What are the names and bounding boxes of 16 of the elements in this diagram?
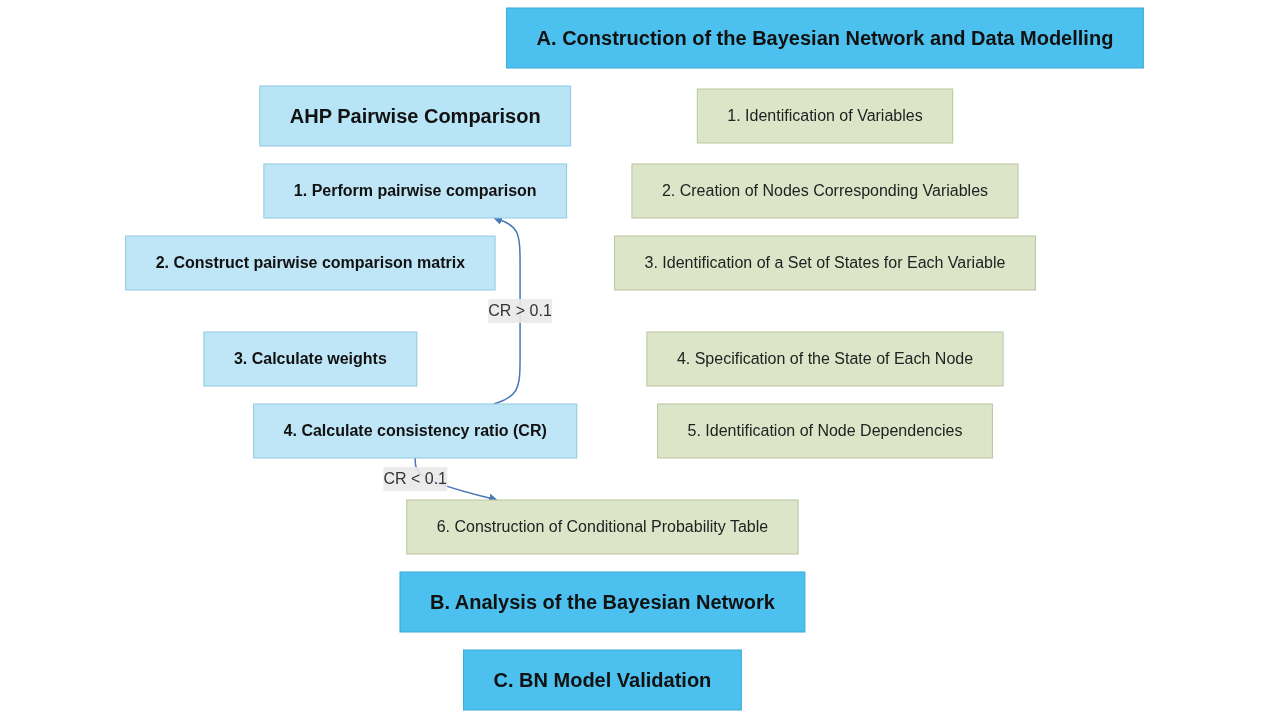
node-box: 1. Identification of Variables: [696, 88, 954, 144]
node-box: C. BN Model Validation: [463, 649, 742, 711]
node-box: 3. Identification of a Set of States for Each Variable: [614, 235, 1036, 291]
node-box: 1. Perform pairwise comparison: [263, 163, 568, 219]
node-box: AHP Pairwise Comparison: [259, 85, 572, 147]
node-box: 6. Construction of Conditional Probability Table: [406, 499, 799, 555]
node-box: 4. Calculate consistency ratio (CR): [253, 403, 578, 459]
edge-label: CR < 0.1: [383, 470, 448, 487]
node-box: B. Analysis of the Bayesian Network: [399, 571, 806, 633]
node-box: 2. Creation of Nodes Corresponding Variables: [631, 163, 1019, 219]
node-box: A. Construction of the Bayesian Network and Data Modelling: [506, 7, 1144, 69]
node-box: 2. Construct pairwise comparison matrix: [125, 235, 496, 291]
node-box: 3. Calculate weights: [203, 331, 418, 387]
edge-label: CR > 0.1: [488, 302, 552, 319]
node-box: 5. Identification of Node Dependencies: [657, 403, 993, 459]
node-box: 4. Specification of the State of Each Node: [646, 331, 1004, 387]
